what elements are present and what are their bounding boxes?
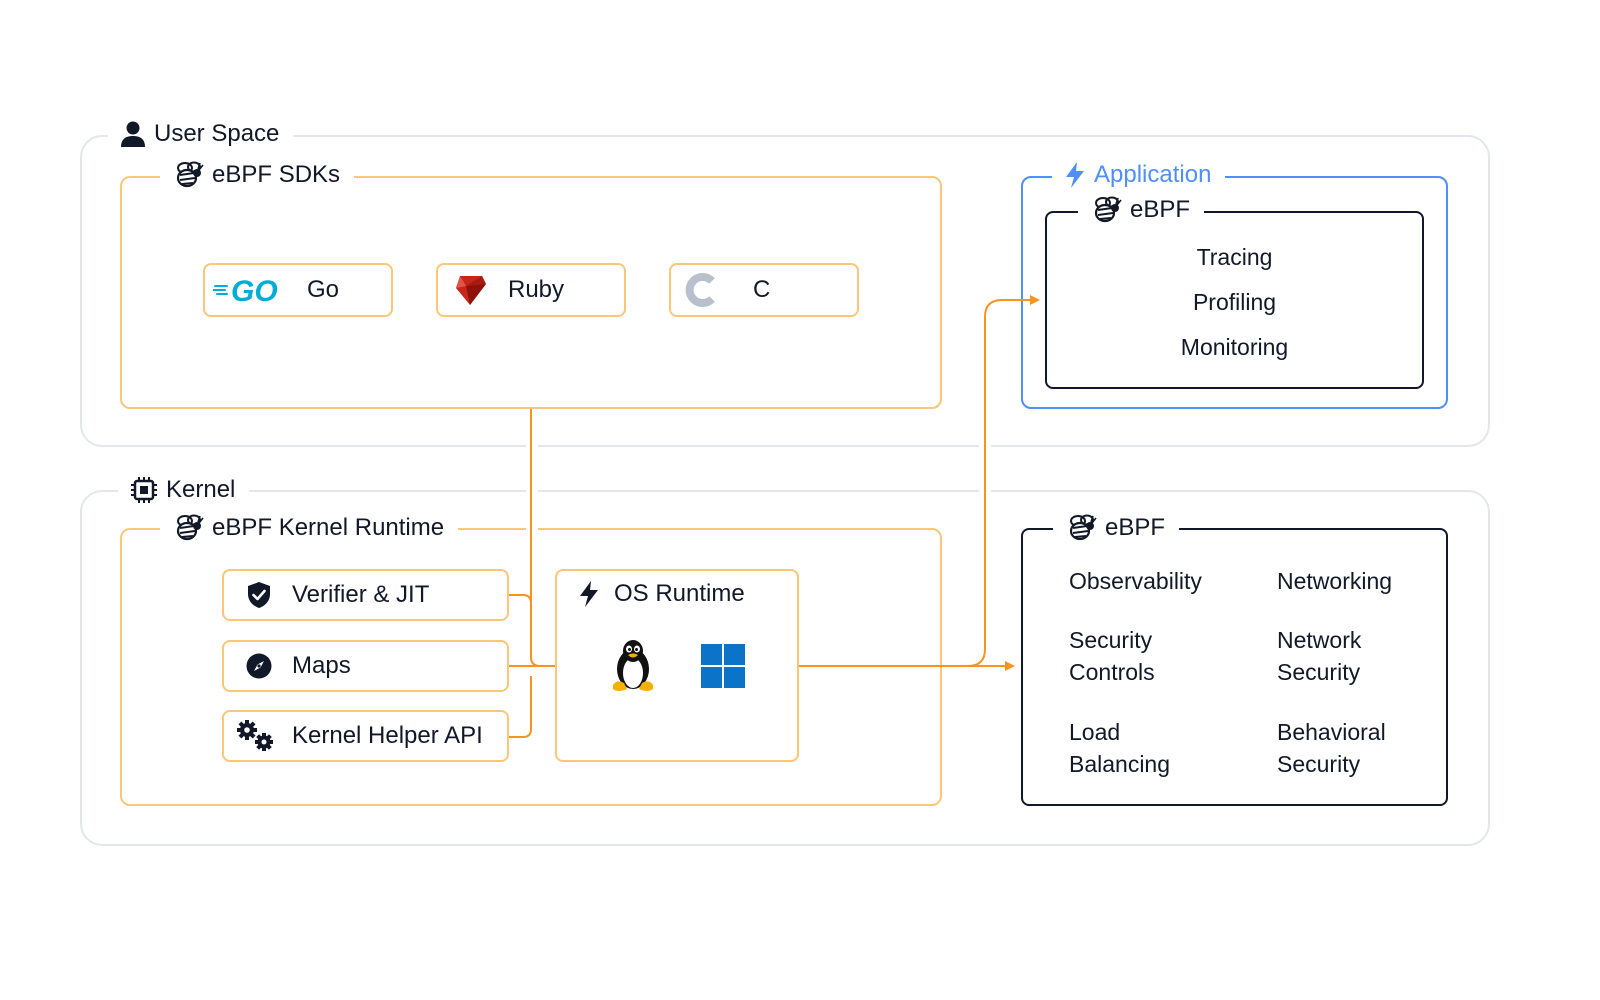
kernel-title: Kernel [166, 476, 236, 503]
cpu-chip-icon [131, 477, 157, 503]
kernel-legend: Kernel [118, 475, 250, 505]
kernel-runtime-title: eBPF Kernel Runtime [212, 514, 445, 541]
use-case-behavioral-security: Behavioral Security [1277, 719, 1386, 777]
ebpf-sdks-box [120, 176, 942, 409]
go-logo-icon: GO [213, 275, 278, 305]
linux-tux-icon [613, 640, 653, 691]
os-runtime-box [555, 569, 799, 762]
user-space-title: User Space [154, 120, 280, 147]
user-icon [121, 121, 145, 147]
app-item-profiling: Profiling [1192, 289, 1277, 315]
maps-label: Maps [292, 652, 351, 679]
application-legend: Application [1052, 160, 1226, 190]
use-case-observability: Observability [1069, 568, 1202, 594]
ebpf-sdks-title: eBPF SDKs [212, 161, 341, 188]
c-logo-icon [685, 273, 715, 307]
sdk-go-pill[interactable]: GO Go [203, 263, 393, 317]
kernel-helper-api-label: Kernel Helper API [292, 722, 483, 749]
app-item-monitoring: Monitoring [1180, 334, 1289, 360]
use-case-networking: Networking [1277, 568, 1393, 594]
app-item-tracing: Tracing [1196, 244, 1273, 270]
kernel-ebpf-title: eBPF [1105, 514, 1166, 541]
shield-check-icon [248, 582, 270, 608]
application-ebpf-title: eBPF [1130, 196, 1191, 223]
use-case-load-balancing: Load Balancing [1069, 719, 1171, 777]
ebpf-bee-icon [176, 514, 204, 541]
sdk-c-pill[interactable]: C [669, 263, 859, 317]
sdk-go-label: Go [307, 276, 340, 303]
ebpf-bee-icon [1069, 514, 1097, 541]
ebpf-sdks-legend: eBPF SDKs [160, 160, 355, 190]
user-space-section [80, 135, 1490, 447]
use-case-security-controls: Security Controls [1069, 627, 1155, 685]
application-title: Application [1094, 161, 1212, 188]
lightning-icon [1066, 162, 1084, 188]
kernel-section [80, 490, 1490, 846]
application-ebpf-box [1045, 211, 1424, 389]
user-space-legend: User Space [108, 119, 294, 149]
maps-pill[interactable]: Maps [222, 640, 509, 692]
kernel-runtime-legend: eBPF Kernel Runtime [160, 513, 459, 543]
svg-text:GO: GO [231, 275, 278, 305]
use-case-network-security: Network Security [1277, 627, 1362, 685]
ebpf-bee-icon [1094, 196, 1122, 223]
sdk-ruby-label: Ruby [508, 276, 565, 303]
sdk-c-label: C [753, 276, 771, 303]
kernel-ebpf-legend: eBPF [1053, 513, 1180, 543]
kernel-helper-api-pill[interactable]: Kernel Helper API [222, 710, 509, 762]
lightning-icon [580, 581, 598, 607]
windows-logo-icon [701, 644, 745, 688]
ebpf-bee-icon [176, 161, 204, 188]
compass-icon [246, 653, 272, 679]
sdk-ruby-pill[interactable]: Ruby [436, 263, 626, 317]
ruby-logo-icon [456, 276, 486, 305]
kernel-ebpf-box [1021, 528, 1448, 806]
os-runtime-title: OS Runtime [614, 580, 745, 607]
gears-icon [237, 720, 273, 751]
verifier-jit-pill[interactable]: Verifier & JIT [222, 569, 509, 621]
application-box [1021, 176, 1448, 409]
verifier-jit-label: Verifier & JIT [292, 581, 430, 608]
os-runtime-header: OS Runtime [578, 580, 745, 608]
application-ebpf-legend: eBPF [1078, 195, 1205, 225]
